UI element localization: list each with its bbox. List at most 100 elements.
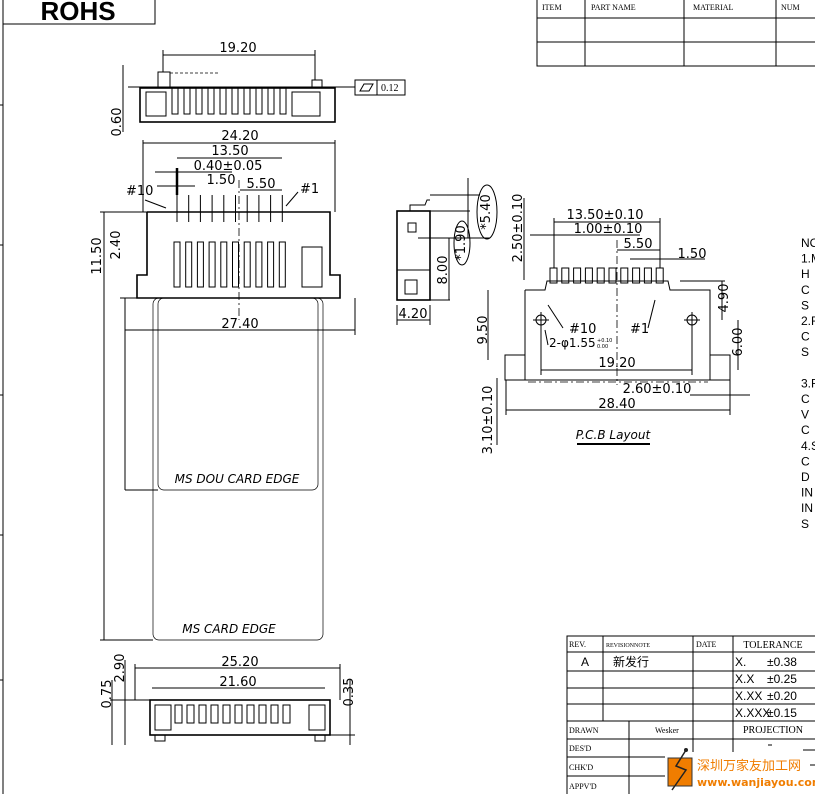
- front-contact: [208, 241, 216, 288]
- drawn-by: Wesker: [655, 726, 679, 735]
- flatness-value: 0.12: [381, 83, 399, 94]
- note-line: C: [801, 392, 810, 406]
- bottom-pin: [198, 704, 207, 724]
- front-contact: [255, 241, 263, 288]
- pcb-pad-span: 13.50±0.10: [566, 208, 643, 223]
- note-line: C: [801, 423, 810, 437]
- pcb-pitch: 1.50: [678, 247, 707, 262]
- pcb-pad: [596, 267, 605, 284]
- front-lead-height: 2.40: [109, 231, 124, 260]
- note-line: S: [801, 298, 809, 312]
- front-pin10-label: #10: [126, 184, 153, 199]
- pcb-pad: [573, 267, 582, 284]
- note-line: S: [801, 345, 809, 359]
- pcb-hole-tol-plus: +0.10: [597, 338, 612, 344]
- watermark-url: www.wanjiayou.com: [697, 776, 815, 789]
- bottom-pin: [210, 704, 219, 724]
- pcb-pad: [608, 267, 617, 284]
- front-contact: [243, 241, 251, 288]
- top-view: [122, 50, 406, 132]
- pcb-dim-950: 9.50: [476, 316, 491, 345]
- top-pin: [243, 87, 251, 115]
- note-line: D: [801, 470, 810, 484]
- bottom-pin: [186, 704, 195, 724]
- bottom-dim-075: 0.75: [100, 680, 115, 709]
- pcb-dim-310: 3.10±0.10: [481, 386, 496, 455]
- tolerance-value: ±0.38: [767, 655, 797, 669]
- note-line: 1.M: [801, 252, 815, 266]
- revision-note-header: REVISIONNOTE: [606, 643, 650, 649]
- ms-card-edge-label: MS CARD EDGE: [182, 622, 276, 636]
- front-center-offset: 5.50: [247, 177, 276, 192]
- bottom-pin: [282, 704, 291, 724]
- pcb-pad-length: 2.50±0.10: [511, 194, 526, 263]
- ms-dou-card-edge-label: MS DOU CARD EDGE: [175, 472, 300, 486]
- tolerance-value: ±0.20: [767, 689, 797, 703]
- pcb-pad-width: 1.00±0.10: [574, 222, 643, 237]
- note-line: C: [801, 454, 810, 468]
- header-part-name: PART NAME: [591, 3, 636, 12]
- watermark-cn: 深圳万家友加工网: [697, 758, 801, 774]
- pcb-dim-260: 2.60±0.10: [623, 382, 692, 397]
- note-line: IN: [801, 486, 813, 500]
- pcb-pad: [620, 267, 629, 284]
- bottom-pin: [234, 704, 243, 724]
- front-overall-width: 24.20: [221, 129, 258, 144]
- note-line: 2.F: [801, 314, 815, 328]
- tolerance-format: X.X: [735, 672, 754, 686]
- note-line: V: [801, 408, 809, 422]
- top-pin: [183, 87, 191, 115]
- front-contact: [196, 241, 204, 288]
- side-dim-540: *5.40: [479, 194, 494, 229]
- bottom-pin: [270, 704, 279, 724]
- pcb-hole-label: 2-φ1.55: [549, 336, 596, 350]
- pcb-hole-tol-minus: 0.00: [597, 344, 608, 350]
- tolerance-format: X.XX: [735, 689, 762, 703]
- side-view: [396, 178, 498, 325]
- bottom-pin: [222, 704, 231, 724]
- front-pin-span: 13.50: [211, 144, 248, 159]
- watermark: 深圳万家友加工网 www.wanjiayou.com: [665, 748, 815, 794]
- front-pin1-label: #1: [300, 182, 319, 197]
- pcb-pad: [584, 267, 593, 284]
- front-contact: [173, 241, 181, 288]
- top-pin: [279, 87, 287, 115]
- note-line: NO: [801, 236, 815, 250]
- header-material: MATERIAL: [693, 3, 734, 12]
- note-line: 3.F: [801, 376, 815, 390]
- pcb-dim-600: 6.00: [731, 328, 746, 357]
- top-pin: [267, 87, 275, 115]
- rohs-label: ROHS: [40, 0, 115, 26]
- tolerance-value: ±0.25: [767, 672, 797, 686]
- header-item: ITEM: [542, 3, 562, 12]
- tolerance-header: TOLERANCE: [743, 640, 802, 651]
- date-header: DATE: [696, 640, 717, 649]
- designed-label: DES'D: [569, 744, 592, 753]
- projection-label: PROJECTION: [743, 725, 803, 736]
- frame-ticks: [0, 104, 3, 681]
- tolerance-value: ±0.15: [767, 706, 797, 720]
- pcb-pad: [561, 267, 570, 284]
- side-dim-420: 4.20: [399, 307, 428, 322]
- top-width-dim: 19.20: [219, 41, 256, 56]
- top-pin: [207, 87, 215, 115]
- pcb-pin10-label: #10: [569, 322, 596, 337]
- front-card-width: 27.40: [221, 317, 258, 332]
- bottom-inner-width: 21.60: [219, 675, 256, 690]
- pcb-layout-title: P.C.B Layout: [576, 428, 652, 442]
- pcb-overall: 28.40: [598, 397, 635, 412]
- bottom-dim-290: 2.90: [113, 654, 128, 683]
- note-line: H: [801, 267, 810, 281]
- bottom-dim-035: 0.35: [342, 678, 357, 707]
- front-contact: [232, 241, 239, 288]
- top-pin: [219, 87, 227, 115]
- rev-value: A: [581, 655, 589, 669]
- top-pin: [195, 87, 203, 115]
- header-num: NUM: [781, 3, 800, 12]
- pcb-pad: [632, 267, 641, 284]
- note-line: C: [801, 330, 810, 344]
- rev-header: REV.: [569, 640, 586, 649]
- revision-block: REV. REVISIONNOTE DATE TOLERANCE A 新发行 X…: [566, 635, 815, 794]
